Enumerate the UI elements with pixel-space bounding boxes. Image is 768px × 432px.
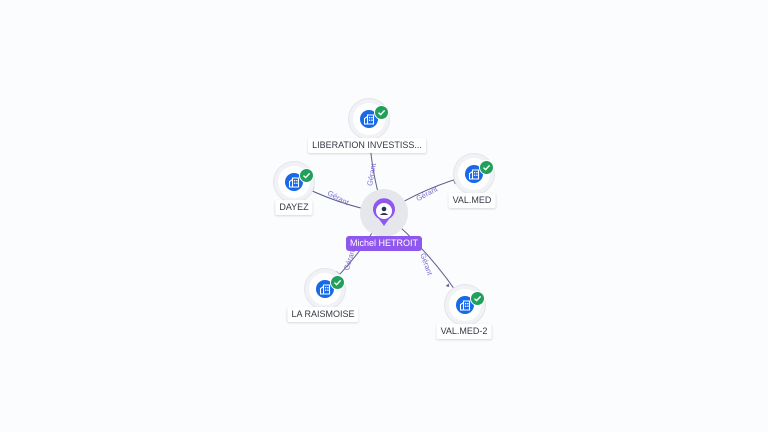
relation-label: Gérant xyxy=(365,162,378,187)
building-icon xyxy=(456,296,474,314)
verified-check-icon xyxy=(470,291,485,306)
company-label[interactable]: LIBERATION INVESTISS... xyxy=(308,138,426,153)
building-icon xyxy=(465,165,483,183)
person-pin-icon xyxy=(373,198,395,226)
company-label[interactable]: LA RAISMOISE xyxy=(287,307,359,322)
building-icon xyxy=(360,110,378,128)
company-node[interactable] xyxy=(305,269,345,309)
edge-arrow xyxy=(445,283,450,288)
company-node-inner xyxy=(353,103,389,135)
company-label[interactable]: VAL.MED-2 xyxy=(436,324,492,339)
company-node[interactable] xyxy=(454,154,494,194)
verified-check-icon xyxy=(479,160,494,175)
company-node[interactable] xyxy=(349,99,389,139)
company-node[interactable] xyxy=(274,162,314,202)
company-node-inner xyxy=(309,273,345,305)
verified-check-icon xyxy=(374,105,389,120)
company-label[interactable]: DAYEZ xyxy=(275,200,313,215)
building-icon xyxy=(316,280,334,298)
company-node-inner xyxy=(278,166,314,198)
center-person-node[interactable] xyxy=(369,198,399,228)
verified-check-icon xyxy=(299,168,314,183)
company-node-inner xyxy=(458,158,494,190)
relation-label: Gérant xyxy=(326,188,351,207)
relation-label: Gérant xyxy=(418,252,435,277)
company-label[interactable]: VAL.MED xyxy=(448,193,496,208)
relation-label: Gérant xyxy=(415,184,440,203)
center-person-label[interactable]: Michel HETROIT xyxy=(345,236,423,251)
verified-check-icon xyxy=(330,275,345,290)
building-icon xyxy=(285,173,303,191)
company-node[interactable] xyxy=(445,285,485,325)
company-node-inner xyxy=(449,289,485,321)
